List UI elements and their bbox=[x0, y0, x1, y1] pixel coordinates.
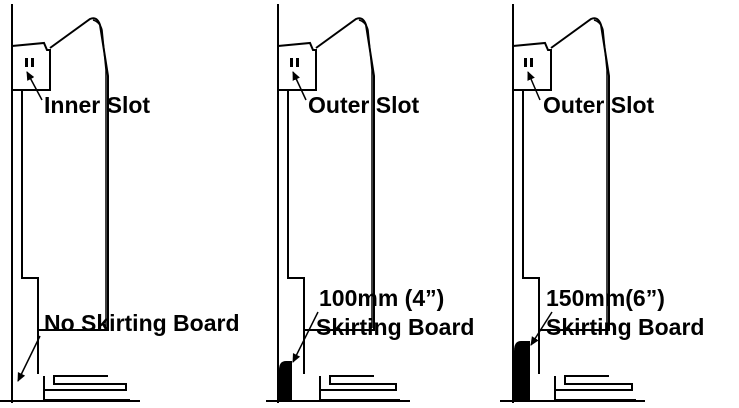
skirting-board-label-100mm: Skirting Board bbox=[316, 314, 475, 340]
heater-front-edge bbox=[92, 19, 107, 328]
wall-bracket bbox=[11, 41, 51, 91]
heater-back-panel bbox=[522, 90, 540, 374]
wall-bracket bbox=[512, 41, 552, 91]
wall-bracket bbox=[277, 41, 317, 91]
skirting-board-label-150mm: Skirting Board bbox=[546, 314, 705, 340]
no-skirting-board-label: No Skirting Board bbox=[44, 310, 240, 336]
board-arrow bbox=[530, 311, 553, 346]
skirting-board-100mm bbox=[279, 361, 292, 401]
slot-mark-left bbox=[25, 58, 28, 67]
slot-mark-left bbox=[290, 58, 293, 67]
heater-back-panel bbox=[21, 90, 39, 374]
slot-mark-left bbox=[524, 58, 527, 67]
board-arrow bbox=[292, 311, 319, 363]
skirting-board-150mm bbox=[514, 341, 530, 401]
heater-feet bbox=[43, 375, 130, 401]
heater-front-edge bbox=[593, 19, 608, 328]
slot-mark-right bbox=[530, 58, 533, 67]
panel-inner-slot bbox=[0, 4, 140, 403]
slot-arrow bbox=[527, 71, 541, 101]
heater-feet bbox=[319, 375, 400, 401]
skirting-size-label-100mm: 100mm (4”) bbox=[319, 285, 445, 311]
slot-mark-right bbox=[31, 58, 34, 67]
heater-body bbox=[38, 17, 109, 331]
panel-outer-slot-150mm bbox=[500, 4, 645, 403]
slot-arrow bbox=[26, 71, 43, 101]
board-arrow bbox=[17, 335, 41, 382]
outer-slot-label-150mm: Outer Slot bbox=[543, 92, 655, 118]
heater-back-panel bbox=[287, 90, 305, 374]
heater-feet bbox=[554, 375, 636, 401]
inner-slot-label: Inner Slot bbox=[44, 92, 151, 118]
heater-front-edge bbox=[358, 19, 373, 328]
panel-outer-slot-100mm bbox=[266, 4, 410, 403]
slot-arrow bbox=[292, 71, 307, 101]
outer-slot-label-100mm: Outer Slot bbox=[308, 92, 420, 118]
slot-mark-right bbox=[296, 58, 299, 67]
skirting-size-label-150mm: 150mm(6”) bbox=[546, 285, 665, 311]
heater-body bbox=[539, 17, 610, 331]
heater-body bbox=[304, 17, 375, 331]
